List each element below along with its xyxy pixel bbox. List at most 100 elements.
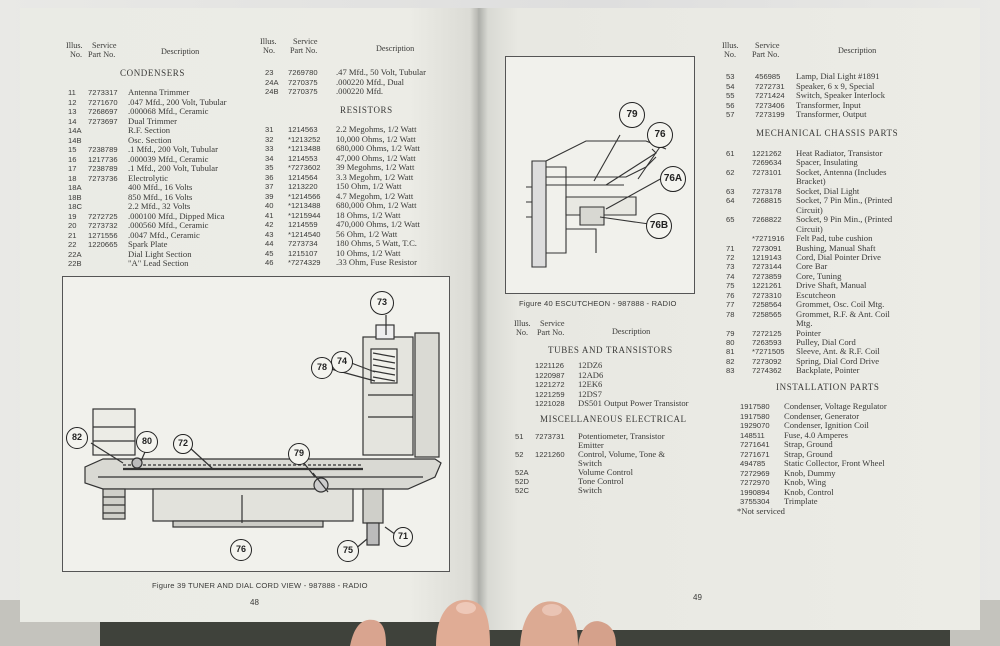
part-description: .0047 Mfd., Ceramic: [128, 229, 200, 240]
part-description-cont: Circuit): [796, 204, 823, 215]
part-number: 7273697: [88, 116, 118, 126]
part-number: *1215944: [288, 210, 321, 220]
part-number: 1214559: [288, 220, 318, 229]
part-number: *7271916: [752, 234, 785, 244]
part-description: Switch: [578, 485, 602, 495]
part-description: 180 Ohms, 5 Watt, T.C.: [336, 238, 417, 248]
illus-number: 64: [726, 196, 735, 206]
part-number: 7273178: [752, 186, 782, 196]
part-number: 7270375: [288, 87, 318, 96]
section-title-mechanical: MECHANICAL CHASSIS PARTS: [756, 128, 899, 138]
part-number: 7273317: [88, 88, 118, 97]
part-number: *1213488: [288, 201, 321, 210]
figure-39-frame: [62, 276, 450, 572]
illus-number: 52D: [515, 477, 529, 486]
part-description: Osc. Section: [128, 134, 172, 145]
part-number: *7274329: [288, 258, 321, 267]
part-description-cont: Circuit): [796, 223, 823, 234]
illus-number: 71: [726, 243, 735, 253]
illus-number: 17: [68, 164, 77, 173]
header-illus: Illus.: [66, 41, 83, 50]
part-description: Control, Volume, Tone &: [578, 449, 666, 459]
illus-number: 72: [726, 252, 735, 262]
illus-number: 83: [726, 366, 735, 376]
callout-82: 82: [66, 427, 88, 449]
part-description: Condenser, Generator: [784, 410, 860, 421]
illus-number: 18B: [68, 192, 82, 202]
illus-number: 33: [265, 144, 274, 153]
part-number: 7270375: [288, 77, 318, 87]
illus-number: 32: [265, 134, 274, 144]
part-number: 3755304: [740, 497, 770, 506]
illus-number: 14A: [68, 126, 82, 135]
part-number: 7273092: [752, 356, 782, 366]
part-description: .047 Mfd., 200 Volt, Tubular: [128, 96, 227, 107]
part-number: 1221261: [752, 281, 782, 291]
illus-number: 15: [68, 145, 77, 154]
part-number: 7268815: [752, 196, 782, 206]
part-number: 7271671: [740, 449, 770, 459]
part-number: 7273101: [752, 167, 782, 177]
callout-76: 76: [647, 122, 673, 148]
part-description: Condenser, Voltage Regulator: [784, 401, 887, 411]
part-number: 1929070: [740, 421, 770, 430]
part-description: Spring, Dial Cord Drive: [796, 355, 880, 366]
illus-number: 79: [726, 328, 735, 338]
part-description: 12DZ6: [578, 360, 603, 370]
part-description: 12DS7: [578, 388, 602, 399]
section-title-condensers: CONDENSERS: [120, 68, 186, 78]
part-description: Speaker, 6 x 9, Special: [796, 80, 875, 91]
part-description: Lamp, Dial Light #1891: [796, 71, 880, 81]
part-description: Backplate, Pointer: [796, 365, 860, 376]
illus-number: 11: [68, 88, 76, 97]
illus-number: 74: [726, 271, 735, 281]
section-title-resistors: RESISTORS: [340, 105, 393, 115]
illus-number: 77: [726, 300, 735, 310]
callout-79: 79: [288, 443, 310, 465]
part-description: Dial Light Section: [128, 248, 192, 259]
part-description: 850 Mfd., 16 Volts: [128, 191, 193, 202]
tuner-dial-cord-drawing: [84, 315, 442, 551]
illus-number: 18A: [68, 183, 82, 192]
section-title-tubes: TUBES AND TRANSISTORS: [548, 345, 673, 355]
part-number: 1221262: [752, 149, 782, 158]
part-number: 7273732: [88, 221, 118, 230]
illus-number: 54: [726, 81, 735, 91]
part-number: 1220665: [88, 240, 118, 249]
illus-number: 24B: [265, 87, 279, 96]
right2-header-description: Description: [838, 46, 877, 55]
illus-number: 22A: [68, 249, 82, 259]
page-number-left: 48: [250, 598, 259, 607]
part-number: 7271641: [740, 440, 770, 449]
part-description: 47,000 Ohms, 1/2 Watt: [336, 152, 416, 163]
illus-number: 55: [726, 91, 735, 101]
part-description: Core Bar: [796, 261, 828, 272]
part-description: Strap, Ground: [784, 439, 833, 449]
part-description: .000560 Mfd., Ceramic: [128, 220, 209, 230]
part-number: 7272731: [755, 81, 785, 91]
illus-number: 31: [265, 125, 274, 134]
part-description: Knob, Control: [784, 486, 834, 497]
header-service-2: Service: [293, 37, 318, 46]
illus-number: 22B: [68, 259, 82, 268]
illus-number: 46: [265, 258, 274, 267]
part-description: .000068 Mfd., Ceramic: [128, 106, 209, 116]
part-description: Condenser, Ignition Coil: [784, 420, 869, 430]
callout-78: 78: [311, 357, 333, 379]
part-number: 7273406: [755, 100, 785, 110]
illus-number: 44: [265, 239, 274, 248]
part-description: Strap, Ground: [784, 448, 833, 459]
section-title-installation: INSTALLATION PARTS: [776, 382, 880, 392]
illus-number: 13: [68, 107, 77, 116]
part-description: 12EK6: [578, 379, 603, 389]
part-number: 1221028: [535, 399, 565, 408]
part-description: 4.7 Megohm, 1/2 Watt: [336, 190, 414, 201]
part-description: Bushing, Manual Shaft: [796, 242, 876, 253]
illus-number: 40: [265, 201, 274, 210]
illus-number: 75: [726, 281, 735, 291]
header-part-no: Part No.: [88, 50, 116, 59]
part-description: 18 Ohms, 1/2 Watt: [336, 209, 401, 220]
part-description: Static Collector, Front Wheel: [784, 458, 885, 468]
part-number: 1917580: [740, 402, 770, 411]
illus-number: 41: [265, 210, 274, 220]
